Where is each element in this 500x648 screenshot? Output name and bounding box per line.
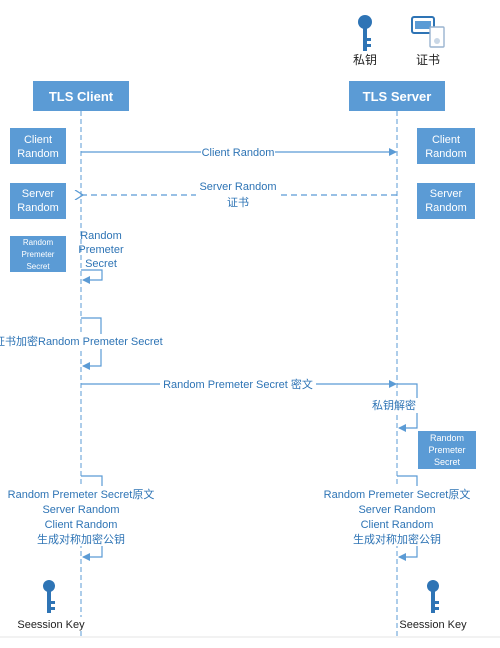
svg-text:Random Premeter Secret原文: Random Premeter Secret原文 <box>324 487 471 501</box>
svg-text:Premeter: Premeter <box>428 445 465 455</box>
svg-text:Premeter: Premeter <box>22 250 55 259</box>
svg-text:Server Random: Server Random <box>358 504 435 516</box>
svg-text:生成对称加密公钥: 生成对称加密公钥 <box>37 532 125 546</box>
pms-box-client: Random Premeter Secret <box>10 236 66 272</box>
pms-box-server: Random Premeter Secret <box>418 431 476 469</box>
svg-text:Server Random: Server Random <box>42 504 119 516</box>
svg-text:Random: Random <box>23 238 54 247</box>
svg-text:证书: 证书 <box>227 196 249 209</box>
svg-text:Client Random: Client Random <box>361 519 434 531</box>
svg-text:Random: Random <box>425 202 467 214</box>
svg-text:Client: Client <box>24 134 52 146</box>
svg-text:Random Premeter Secret原文: Random Premeter Secret原文 <box>8 487 155 501</box>
client-random-box-server: Client Random <box>417 128 475 164</box>
svg-text:Client Random: Client Random <box>202 147 275 159</box>
svg-text:Secret: Secret <box>85 258 117 270</box>
client-derive-key: Random Premeter Secret原文 Server Random C… <box>8 475 155 561</box>
svg-text:Secret: Secret <box>434 457 461 467</box>
client-random-box: Client Random <box>10 128 66 164</box>
svg-text:私钥解密: 私钥解密 <box>372 398 416 412</box>
svg-text:Server Random: Server Random <box>199 181 276 193</box>
svg-text:Random: Random <box>17 148 59 160</box>
svg-text:Client Random: Client Random <box>45 519 118 531</box>
svg-text:Random: Random <box>80 230 122 242</box>
message-client-random: Client Random <box>81 145 397 159</box>
tls-client-actor: TLS Client <box>33 81 129 111</box>
svg-text:Server: Server <box>430 188 463 200</box>
svg-text:Random Premeter Secret 密文: Random Premeter Secret 密文 <box>163 377 313 391</box>
client-session-key-icon <box>43 580 55 613</box>
server-session-key-label: Seession Key <box>399 619 467 631</box>
message-server-random: Server Random 证书 <box>83 181 397 209</box>
svg-text:Server: Server <box>22 188 55 200</box>
private-key-label: 私钥 <box>353 53 377 67</box>
svg-text:Secret: Secret <box>26 262 50 271</box>
svg-text:Random: Random <box>430 433 464 443</box>
svg-text:Premeter: Premeter <box>78 244 124 256</box>
message-pms-encrypted: Random Premeter Secret 密文 <box>81 377 397 391</box>
server-decrypt: 私钥解密 <box>370 383 420 432</box>
svg-text:证书加密Random Premeter Secret: 证书加密Random Premeter Secret <box>0 334 163 348</box>
client-actor-label: TLS Client <box>49 89 114 104</box>
tls-server-actor: TLS Server <box>349 81 445 111</box>
server-derive-key: Random Premeter Secret原文 Server Random C… <box>324 475 471 561</box>
client-generate-pms: Random Premeter Secret <box>78 230 124 284</box>
server-random-box: Server Random <box>417 183 475 219</box>
svg-text:Random: Random <box>425 148 467 160</box>
svg-text:Client: Client <box>432 134 460 146</box>
client-encrypt-pms: 证书加密Random Premeter Secret <box>0 317 166 370</box>
key-icon <box>358 15 372 51</box>
server-actor-label: TLS Server <box>363 89 432 104</box>
certificate-icon <box>411 16 445 48</box>
svg-text:Random: Random <box>17 202 59 214</box>
certificate-label: 证书 <box>416 53 440 67</box>
server-session-key-icon <box>427 580 439 613</box>
server-random-box-client: Server Random <box>10 183 66 219</box>
svg-text:生成对称加密公钥: 生成对称加密公钥 <box>353 532 441 546</box>
client-session-key-label: Seession Key <box>17 619 85 631</box>
